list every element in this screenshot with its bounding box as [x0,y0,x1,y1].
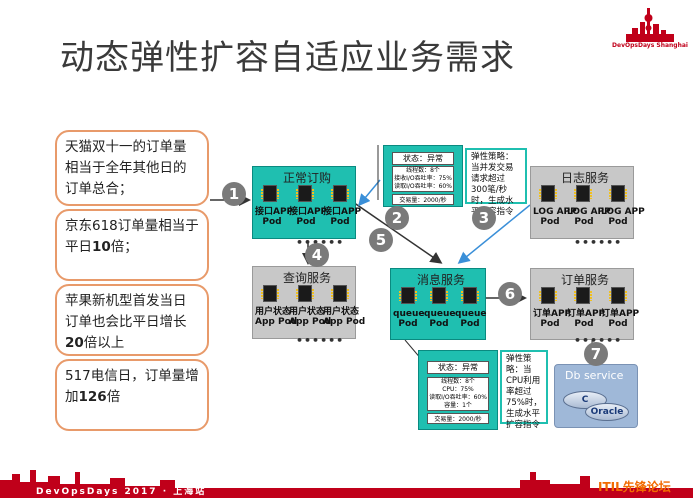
fact-text: 天猫双十一的订单量相当于全年其他日的订单总合； [65,139,187,197]
fact-text: 517电信日，订单量增加 [65,368,199,405]
fact-text: 京东618订单量相当于平日 [65,218,199,255]
pod-dots: •••••• [296,334,345,347]
step-2-badge: 2 [385,206,409,230]
metric-row: 读取I/O吞吐率：60% [394,183,452,190]
status-panel-top: 状态：异常 线程数：8个 接收I/O吞吐率：75% 读取I/O吞吐率：60% 交… [383,145,463,207]
pod-chip-icon [609,185,627,202]
pod-chip-icon [331,185,349,202]
fact-box-3: 苹果新机型首发当日订单也会比平日增长 20倍以上 [55,284,209,356]
fact-text: 倍 [106,389,121,405]
service-label: 订单服务 [561,273,610,287]
metric-row: CPU：75% [442,386,474,393]
pod-chip-icon [461,287,479,304]
pod-chip-icon [296,185,314,202]
fact-box-4: 517电信日，订单量增加126倍 [55,359,209,431]
policy-note-top: 弹性策略：当并发交易请求超过300笔/秒时，生成水平扩容指令 [465,148,527,217]
panel-metrics: 线程数：8个 CPU：75% 读取I/O吞吐率：60% 容量：1个 [427,377,489,411]
panel-metrics: 线程数：8个 接收I/O吞吐率：75% 读取I/O吞吐率：60% [392,166,454,192]
service-label: 查询服务 [283,271,332,285]
pod-chip-icon [261,185,279,202]
panel-footer: 交易量：2000/秒 [392,194,454,205]
pod-chip-icon [539,185,557,202]
metric-row: 线程数：8个 [441,378,475,385]
step-6-badge: 6 [498,282,522,306]
arrow-5 [349,199,443,264]
step-5-badge: 5 [369,228,393,252]
pod-chip-icon [574,287,592,304]
arrow-3 [457,204,531,264]
devopsdays-logo: DevOpsDays Shanghai [612,4,688,52]
pod-chip-icon [331,285,349,302]
pod-dots: •••••• [574,236,623,249]
pod-chip-icon [261,285,279,302]
logo-text: DevOpsDays Shanghai [612,42,688,49]
status-panel-bottom: 状态：异常 线程数：8个 CPU：75% 读取I/O吞吐率：60% 容量：1个 … [418,350,498,430]
fact-text: 苹果新机型首发当日订单也会比平日增长 [65,293,187,330]
pod-chip-icon [574,185,592,202]
pod-chip-icon [609,287,627,304]
fact-number: 20 [65,335,84,351]
db-service: Db service C Oracle [554,364,638,428]
fact-box-1: 天猫双十一的订单量相当于全年其他日的订单总合； [55,130,209,206]
footer-text: DevOpsDays 2017 · 上海站 [36,487,207,497]
footer-banner [0,466,693,498]
step-3-badge: 3 [472,206,496,230]
step-4-badge: 4 [305,243,329,267]
fact-text: 倍以上 [83,335,125,351]
fact-number: 10 [92,239,111,255]
pod-chip-icon [296,285,314,302]
pod-chip-icon [539,287,557,304]
step-7-badge: 7 [584,342,608,366]
service-label: 消息服务 [417,273,466,287]
metric-row: 容量：1个 [444,402,472,409]
pod-dots: •••••• [574,334,623,347]
oracle-database-icon: Oracle [585,403,629,421]
footer-bar [0,490,693,498]
step-1-badge: 1 [222,182,246,206]
metric-row: 接收I/O吞吐率：75% [394,175,452,182]
fact-number: 126 [78,389,107,405]
service-label: 正常订购 [283,171,332,185]
page-title: 动态弹性扩容自适应业务需求 [60,38,515,78]
skyline-logo-icon [626,8,674,42]
policy-note-bottom: 弹性策略：当CPU利用率超过75%时，生成水平扩容指令 [500,350,548,430]
fact-text: 倍； [110,239,138,255]
arrow-2 [358,179,381,207]
pod-chip-icon [399,287,417,304]
city-skyline-icon [0,470,693,492]
panel-footer: 交易量：2000/秒 [427,413,489,424]
service-label: 日志服务 [561,171,610,185]
metric-row: 线程数：8个 [406,167,440,174]
db-title: Db service [565,369,624,382]
panel-status: 状态：异常 [392,152,454,165]
fact-box-2: 京东618订单量相当于平日10倍； [55,209,209,281]
metric-row: 读取I/O吞吐率：60% [429,394,487,401]
panel-status: 状态：异常 [427,361,489,374]
watermark: ITIL先锋论坛 [598,480,671,494]
pod-chip-icon [430,287,448,304]
